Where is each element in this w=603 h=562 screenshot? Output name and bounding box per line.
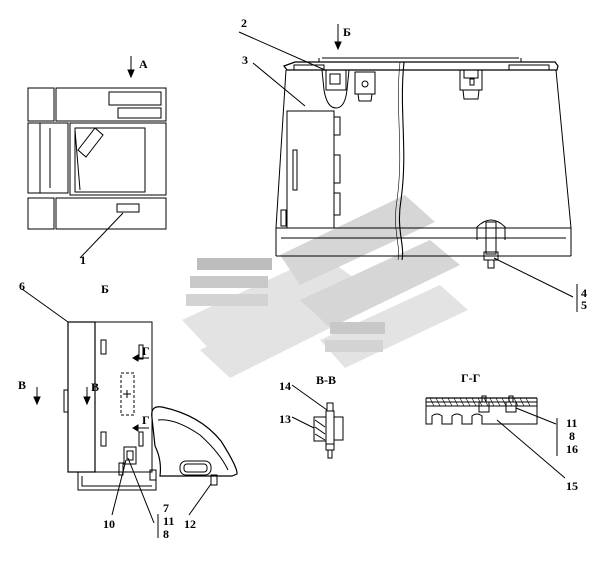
callout-15: 15 [566,479,578,493]
callout-8-section: 8 [569,429,575,443]
callout-7: 7 [163,501,169,515]
battery-box-front-view [238,24,578,312]
callout-4: 4 [581,286,587,300]
section-label-vv: В-В [316,373,337,387]
section-v-v [291,384,344,459]
callout-11-side: 11 [163,514,175,528]
section-g-g [425,395,566,479]
callout-13: 13 [279,412,291,426]
callout-16: 16 [566,442,578,456]
watermark-logo [182,195,468,378]
callout-6: 6 [19,279,25,293]
callout-5: 5 [581,298,587,312]
section-label-gg: Г-Г [461,371,481,385]
view-label-v-arrow: В [91,380,100,394]
view-label-a: А [139,57,148,71]
callout-12: 12 [184,517,196,531]
callout-3: 3 [242,53,248,67]
cut-label-g-1: Г [142,344,150,358]
view-a-plan [27,56,167,259]
callout-1: 1 [80,253,86,267]
callout-8-side: 8 [163,527,169,541]
view-label-b-side: Б [101,282,109,296]
callout-14: 14 [279,379,291,393]
cut-label-g-2: Г [142,413,150,427]
view-label-b-top: Б [343,25,351,39]
view-b-side [21,288,238,538]
view-label-v-left: В [18,378,27,392]
callout-2: 2 [241,16,247,30]
callout-11-section: 11 [566,416,578,430]
callout-10: 10 [103,517,115,531]
